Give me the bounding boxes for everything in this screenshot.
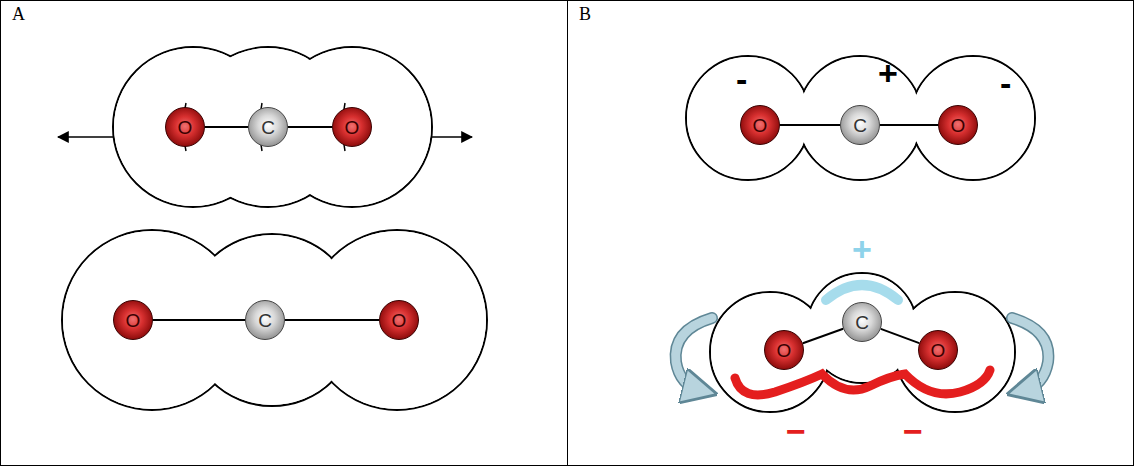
bond-line [780,124,840,126]
oxygen-atom: O [165,107,205,147]
electron-cloud [113,47,432,207]
panel-cell: B O C O O C O [567,0,1134,466]
charge-sign: + [878,56,898,90]
oxygen-atom: O [113,300,153,340]
charge-sign: + [852,232,872,266]
atom-symbol: C [855,313,869,332]
bond-line [285,319,379,321]
positive-region [826,285,898,300]
panel-label: A [12,4,25,25]
bond-line [205,126,248,128]
panel-cell: A O C O O C O [0,0,567,466]
electron-cloud [710,273,1015,412]
charge-sign: − [903,414,923,448]
charge-sign: − [786,414,806,448]
electron-cloud [686,56,1035,180]
bend-arrow [1012,318,1048,390]
charge-sign: - [1000,66,1011,100]
atom-symbol: C [261,118,275,137]
atom-symbol: O [345,118,360,137]
carbon-atom: C [840,105,880,145]
atom-symbol: O [392,311,407,330]
oxygen-atom: O [764,330,804,370]
oxygen-atom: O [379,300,419,340]
bond-line [881,329,919,343]
bond-line [803,329,843,343]
bend-arrow [676,318,712,390]
carbon-atom: C [248,107,288,147]
atom-symbol: O [777,341,792,360]
electron-cloud [62,230,487,410]
atom-symbol: O [931,341,946,360]
charge-sign: - [736,62,747,96]
atom-symbol: O [126,311,141,330]
stretch-arrow [58,136,113,138]
stretch-arrow [432,136,472,138]
oxygen-atom: O [740,105,780,145]
negative-region [735,370,990,395]
oxygen-atom: O [918,330,958,370]
bend-arrow [676,318,712,390]
atom-symbol: O [951,116,966,135]
atom-symbol: O [753,116,768,135]
bond-line [153,319,245,321]
bend-arrow [1012,318,1048,390]
oxygen-atom: O [332,107,372,147]
table-divider [567,0,568,466]
panel-label: B [579,4,591,25]
atom-symbol: C [853,116,867,135]
bond-line [880,124,938,126]
atom-symbol: O [178,118,193,137]
carbon-atom: C [245,300,285,340]
oxygen-atom: O [938,105,978,145]
position-mark [183,103,345,151]
carbon-atom: C [842,302,882,342]
atom-symbol: C [258,311,272,330]
bond-line [288,126,332,128]
